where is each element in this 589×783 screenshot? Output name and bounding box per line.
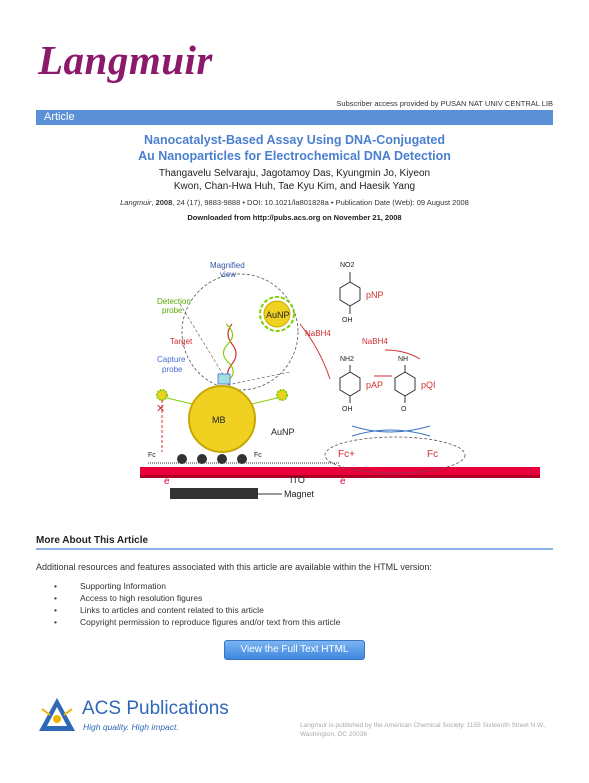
electron-right: e xyxy=(340,476,346,487)
oh-label-2: OH xyxy=(342,406,353,413)
nabh4-label-1: NaBH4 xyxy=(305,329,331,338)
citation-journal: Langmuir xyxy=(120,198,152,207)
more-about-intro: Additional resources and features associ… xyxy=(36,562,432,572)
aunp-particle xyxy=(263,300,291,328)
oh-label-1: OH xyxy=(342,317,353,324)
resource-list: Supporting Information Access to high re… xyxy=(54,580,340,628)
magnified-view-circle xyxy=(181,273,299,391)
publisher-note: Langmuir is published by the American Ch… xyxy=(300,722,547,738)
pnp-label: pNP xyxy=(366,290,384,300)
fc-plus-label: Fc+ xyxy=(338,449,355,460)
section-bar: Article xyxy=(36,110,553,125)
pqi-ring xyxy=(394,371,416,397)
detection-probe-label-1: Detection xyxy=(157,297,191,306)
section-label: Article xyxy=(44,111,75,123)
o-label: O xyxy=(401,406,407,413)
detection-probe-label-2: probe xyxy=(162,306,183,315)
pnp-ring xyxy=(339,281,361,307)
magnified-label-1: Magnified xyxy=(210,261,245,270)
publisher-name[interactable]: ACS Publications xyxy=(82,698,229,719)
article-title-line2: Au Nanoparticles for Electrochemical DNA… xyxy=(138,149,451,163)
probe-strand xyxy=(222,323,234,383)
list-item: Access to high resolution figures xyxy=(54,592,340,604)
magnet-bar xyxy=(170,488,258,499)
ito-label: ITO xyxy=(290,475,305,485)
magnet-label: Magnet xyxy=(284,489,315,499)
abstract-figure: Magnified view AuNP Detection probe Targ… xyxy=(140,254,540,510)
citation-year: 2008 xyxy=(155,198,173,207)
pap-ring xyxy=(339,371,361,397)
aunp-label: AuNP xyxy=(266,310,290,320)
fc-small-label: Fc xyxy=(148,452,156,459)
publisher-tagline: High quality. High impact. xyxy=(83,722,179,732)
nh2-label: NH2 xyxy=(340,356,354,363)
list-item: Supporting Information xyxy=(54,580,340,592)
scheme-diagram: Magnified view AuNP Detection probe Targ… xyxy=(140,261,540,499)
citation-details: , 24 (17), 9883-9888 • DOI: 10.1021/la80… xyxy=(172,198,469,207)
aunp-corona xyxy=(259,296,295,332)
electron-left: e xyxy=(164,476,170,487)
authors-line1: Thangavelu Selvaraju, Jagotamoy Das, Kyu… xyxy=(158,168,431,179)
more-about-divider xyxy=(36,548,553,550)
target-strand xyxy=(226,323,237,383)
svg-text:✕: ✕ xyxy=(156,403,165,415)
ito-electrode xyxy=(140,467,540,475)
pap-label: pAP xyxy=(366,380,383,390)
authors-line2: Kwon, Chan-Hwa Huh, Tae Kyu Kim, and Hae… xyxy=(173,181,416,192)
list-item: Copyright permission to reproduce figure… xyxy=(54,616,340,628)
aunp-small-label: AuNP xyxy=(271,427,295,437)
download-note: Downloaded from http://pubs.acs.org on N… xyxy=(187,213,402,222)
access-note: Subscriber access provided by PUSAN NAT … xyxy=(336,99,553,108)
journal-logo: Langmuir xyxy=(38,37,213,83)
mb-label: MB xyxy=(212,415,226,425)
capture-probe-box xyxy=(217,373,231,385)
magnetic-bead xyxy=(188,385,256,453)
no2-label: NO2 xyxy=(340,262,355,269)
svg-text:Fc: Fc xyxy=(254,452,262,459)
magnified-label-2: view xyxy=(220,270,236,279)
fc-label: Fc xyxy=(427,449,438,460)
more-about-title: More About This Article xyxy=(36,535,149,546)
redox-ellipse xyxy=(324,436,466,474)
capture-probe-label-1: Capture xyxy=(157,355,186,364)
acs-logo-icon[interactable] xyxy=(36,695,78,737)
citation: Langmuir, 2008, 24 (17), 9883-9888 • DOI… xyxy=(120,198,469,207)
fc-pendants xyxy=(177,454,247,464)
list-item: Links to articles and content related to… xyxy=(54,604,340,616)
view-full-text-button[interactable]: View the Full Text HTML xyxy=(224,640,365,660)
capture-probe-label-2: probe xyxy=(162,365,183,374)
article-title-line1: Nanocatalyst-Based Assay Using DNA-Conju… xyxy=(144,133,445,147)
nh-label: NH xyxy=(398,356,408,363)
pqi-label: pQI xyxy=(421,380,436,390)
nabh4-label-2: NaBH4 xyxy=(362,337,388,346)
target-label: Target xyxy=(170,337,193,346)
